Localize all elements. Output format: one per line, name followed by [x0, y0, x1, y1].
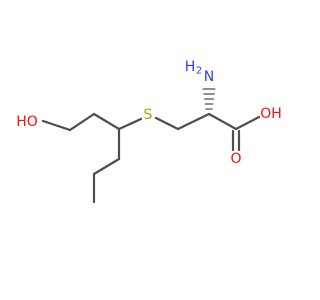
acid-hydroxyl-label: OH — [260, 106, 282, 122]
sulfur-label: S — [144, 107, 153, 123]
stereo-hash-bond — [202, 88, 216, 110]
bond-ch2-calpha — [176, 112, 211, 131]
bond-chain-ch2 — [92, 157, 121, 176]
amine-hydrogen-label: H — [185, 59, 196, 75]
bond-layer — [41, 88, 261, 204]
amine-nitrogen-label: N — [204, 69, 214, 85]
carbonyl-oxygen-label: O — [230, 151, 241, 167]
bond-ch2-ch2 — [68, 112, 96, 132]
bond-s-ch2 — [154, 116, 180, 131]
bond-ch2-ch — [92, 112, 121, 131]
atom-label-layer: HO S H 2 N OH O — [16, 59, 282, 167]
hydroxyl-label: HO — [16, 114, 38, 130]
amine-subscript-label: 2 — [196, 66, 202, 77]
bond-ch-s — [117, 117, 143, 131]
molecule-structure: HO S H 2 N OH O — [16, 59, 282, 204]
bond-ho-ch2 — [41, 119, 72, 132]
bond-c-oh — [234, 115, 261, 131]
bond-calpha-cooh — [207, 112, 238, 131]
